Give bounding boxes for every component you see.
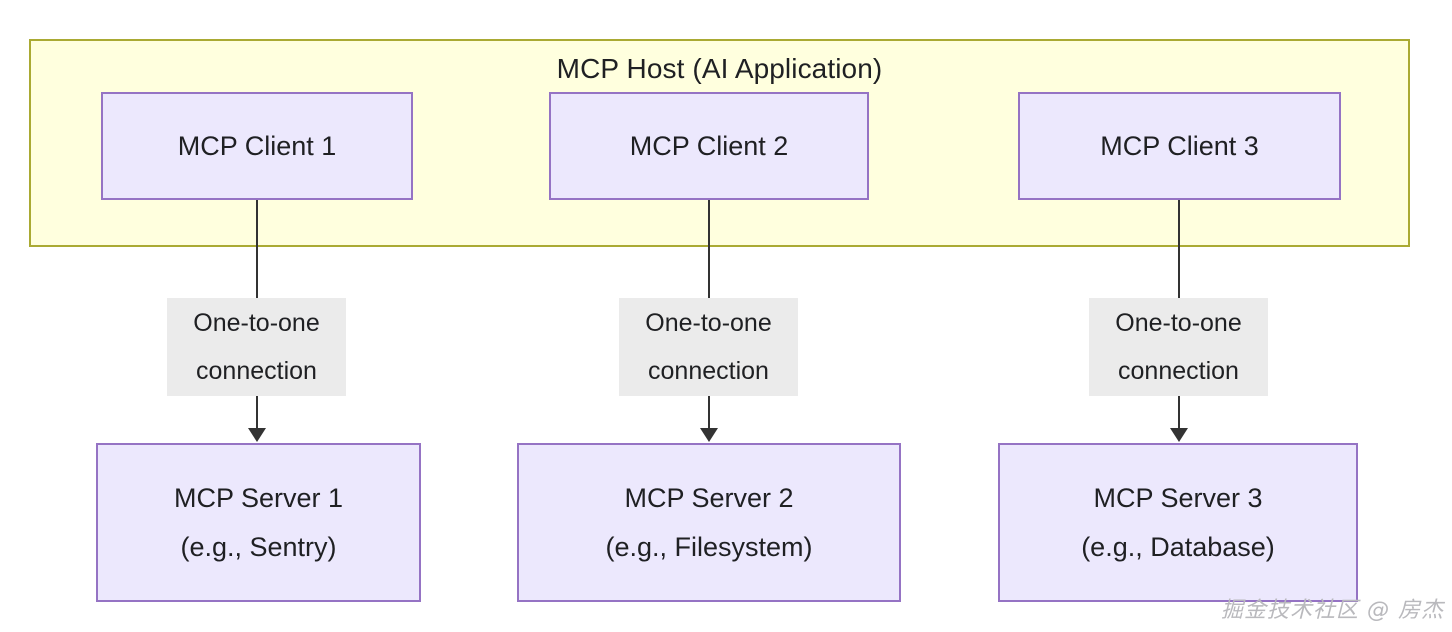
node-mcp-client-1[interactable]: MCP Client 1 [101, 92, 413, 200]
watermark: 掘金技术社区 @ 房杰 [1221, 598, 1444, 623]
edge-label-one-to-one-2: One-to-one connection [619, 298, 798, 396]
node-mcp-client-2[interactable]: MCP Client 2 [549, 92, 869, 200]
edge-label-one-to-one-1: One-to-one connection [167, 298, 346, 396]
edge-label-one-to-one-3: One-to-one connection [1089, 298, 1268, 396]
node-mcp-server-1[interactable]: MCP Server 1 (e.g., Sentry) [96, 443, 421, 602]
node-mcp-server-3-label: MCP Server 3 (e.g., Database) [1081, 482, 1275, 562]
node-mcp-server-2-label: MCP Server 2 (e.g., Filesystem) [605, 482, 813, 562]
arrow-down-icon-server1 [248, 428, 266, 442]
arrow-down-icon-server3 [1170, 428, 1188, 442]
node-mcp-client-3[interactable]: MCP Client 3 [1018, 92, 1341, 200]
node-mcp-client-1-label: MCP Client 1 [177, 130, 337, 161]
node-mcp-server-2[interactable]: MCP Server 2 (e.g., Filesystem) [517, 443, 901, 602]
arrow-down-icon-server2 [700, 428, 718, 442]
node-mcp-server-1-label: MCP Server 1 (e.g., Sentry) [173, 482, 344, 562]
node-mcp-client-2-label: MCP Client 2 [629, 130, 789, 161]
mcp-host-title: MCP Host (AI Application) [556, 53, 883, 84]
node-mcp-server-3[interactable]: MCP Server 3 (e.g., Database) [998, 443, 1358, 602]
node-mcp-client-3-label: MCP Client 3 [1100, 130, 1259, 161]
